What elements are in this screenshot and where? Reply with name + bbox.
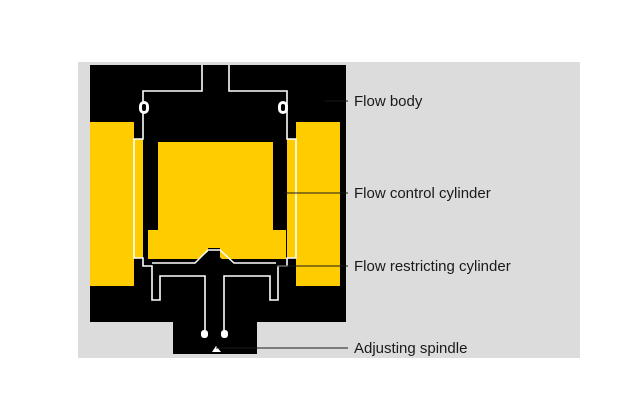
seal-rings bbox=[139, 101, 288, 338]
flow-channel-outline bbox=[133, 65, 297, 330]
side-chambers bbox=[90, 122, 340, 286]
flow-restricting-cylinder bbox=[150, 248, 278, 267]
label-flow-control-cylinder: Flow control cylinder bbox=[354, 185, 491, 202]
leader-lines bbox=[216, 100, 348, 349]
adjusting-spindle bbox=[212, 346, 221, 352]
label-flow-body: Flow body bbox=[354, 93, 423, 110]
flow-control-cylinder bbox=[148, 142, 286, 259]
label-flow-restricting-cylinder: Flow restricting cylinder bbox=[354, 258, 511, 275]
label-adjusting-spindle: Adjusting spindle bbox=[354, 340, 467, 357]
